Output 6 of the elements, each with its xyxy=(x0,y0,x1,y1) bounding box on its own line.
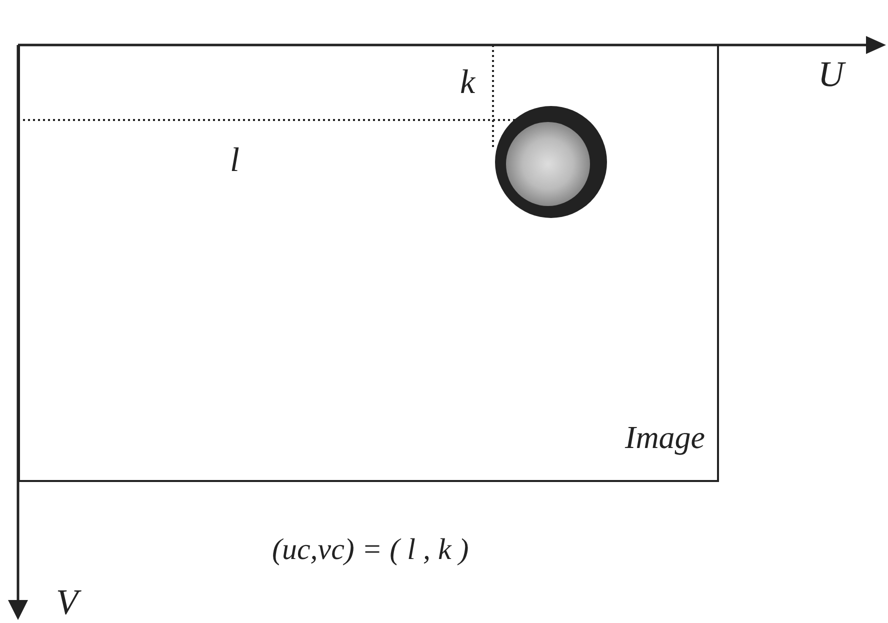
image-frame xyxy=(18,44,719,482)
axis-label: k xyxy=(460,66,476,100)
axis-label: l xyxy=(230,144,240,178)
formula-text: (uc,vc) = ( l , k ) xyxy=(272,535,469,565)
frame-title: Image xyxy=(625,419,705,456)
axis-label: U xyxy=(818,56,844,92)
